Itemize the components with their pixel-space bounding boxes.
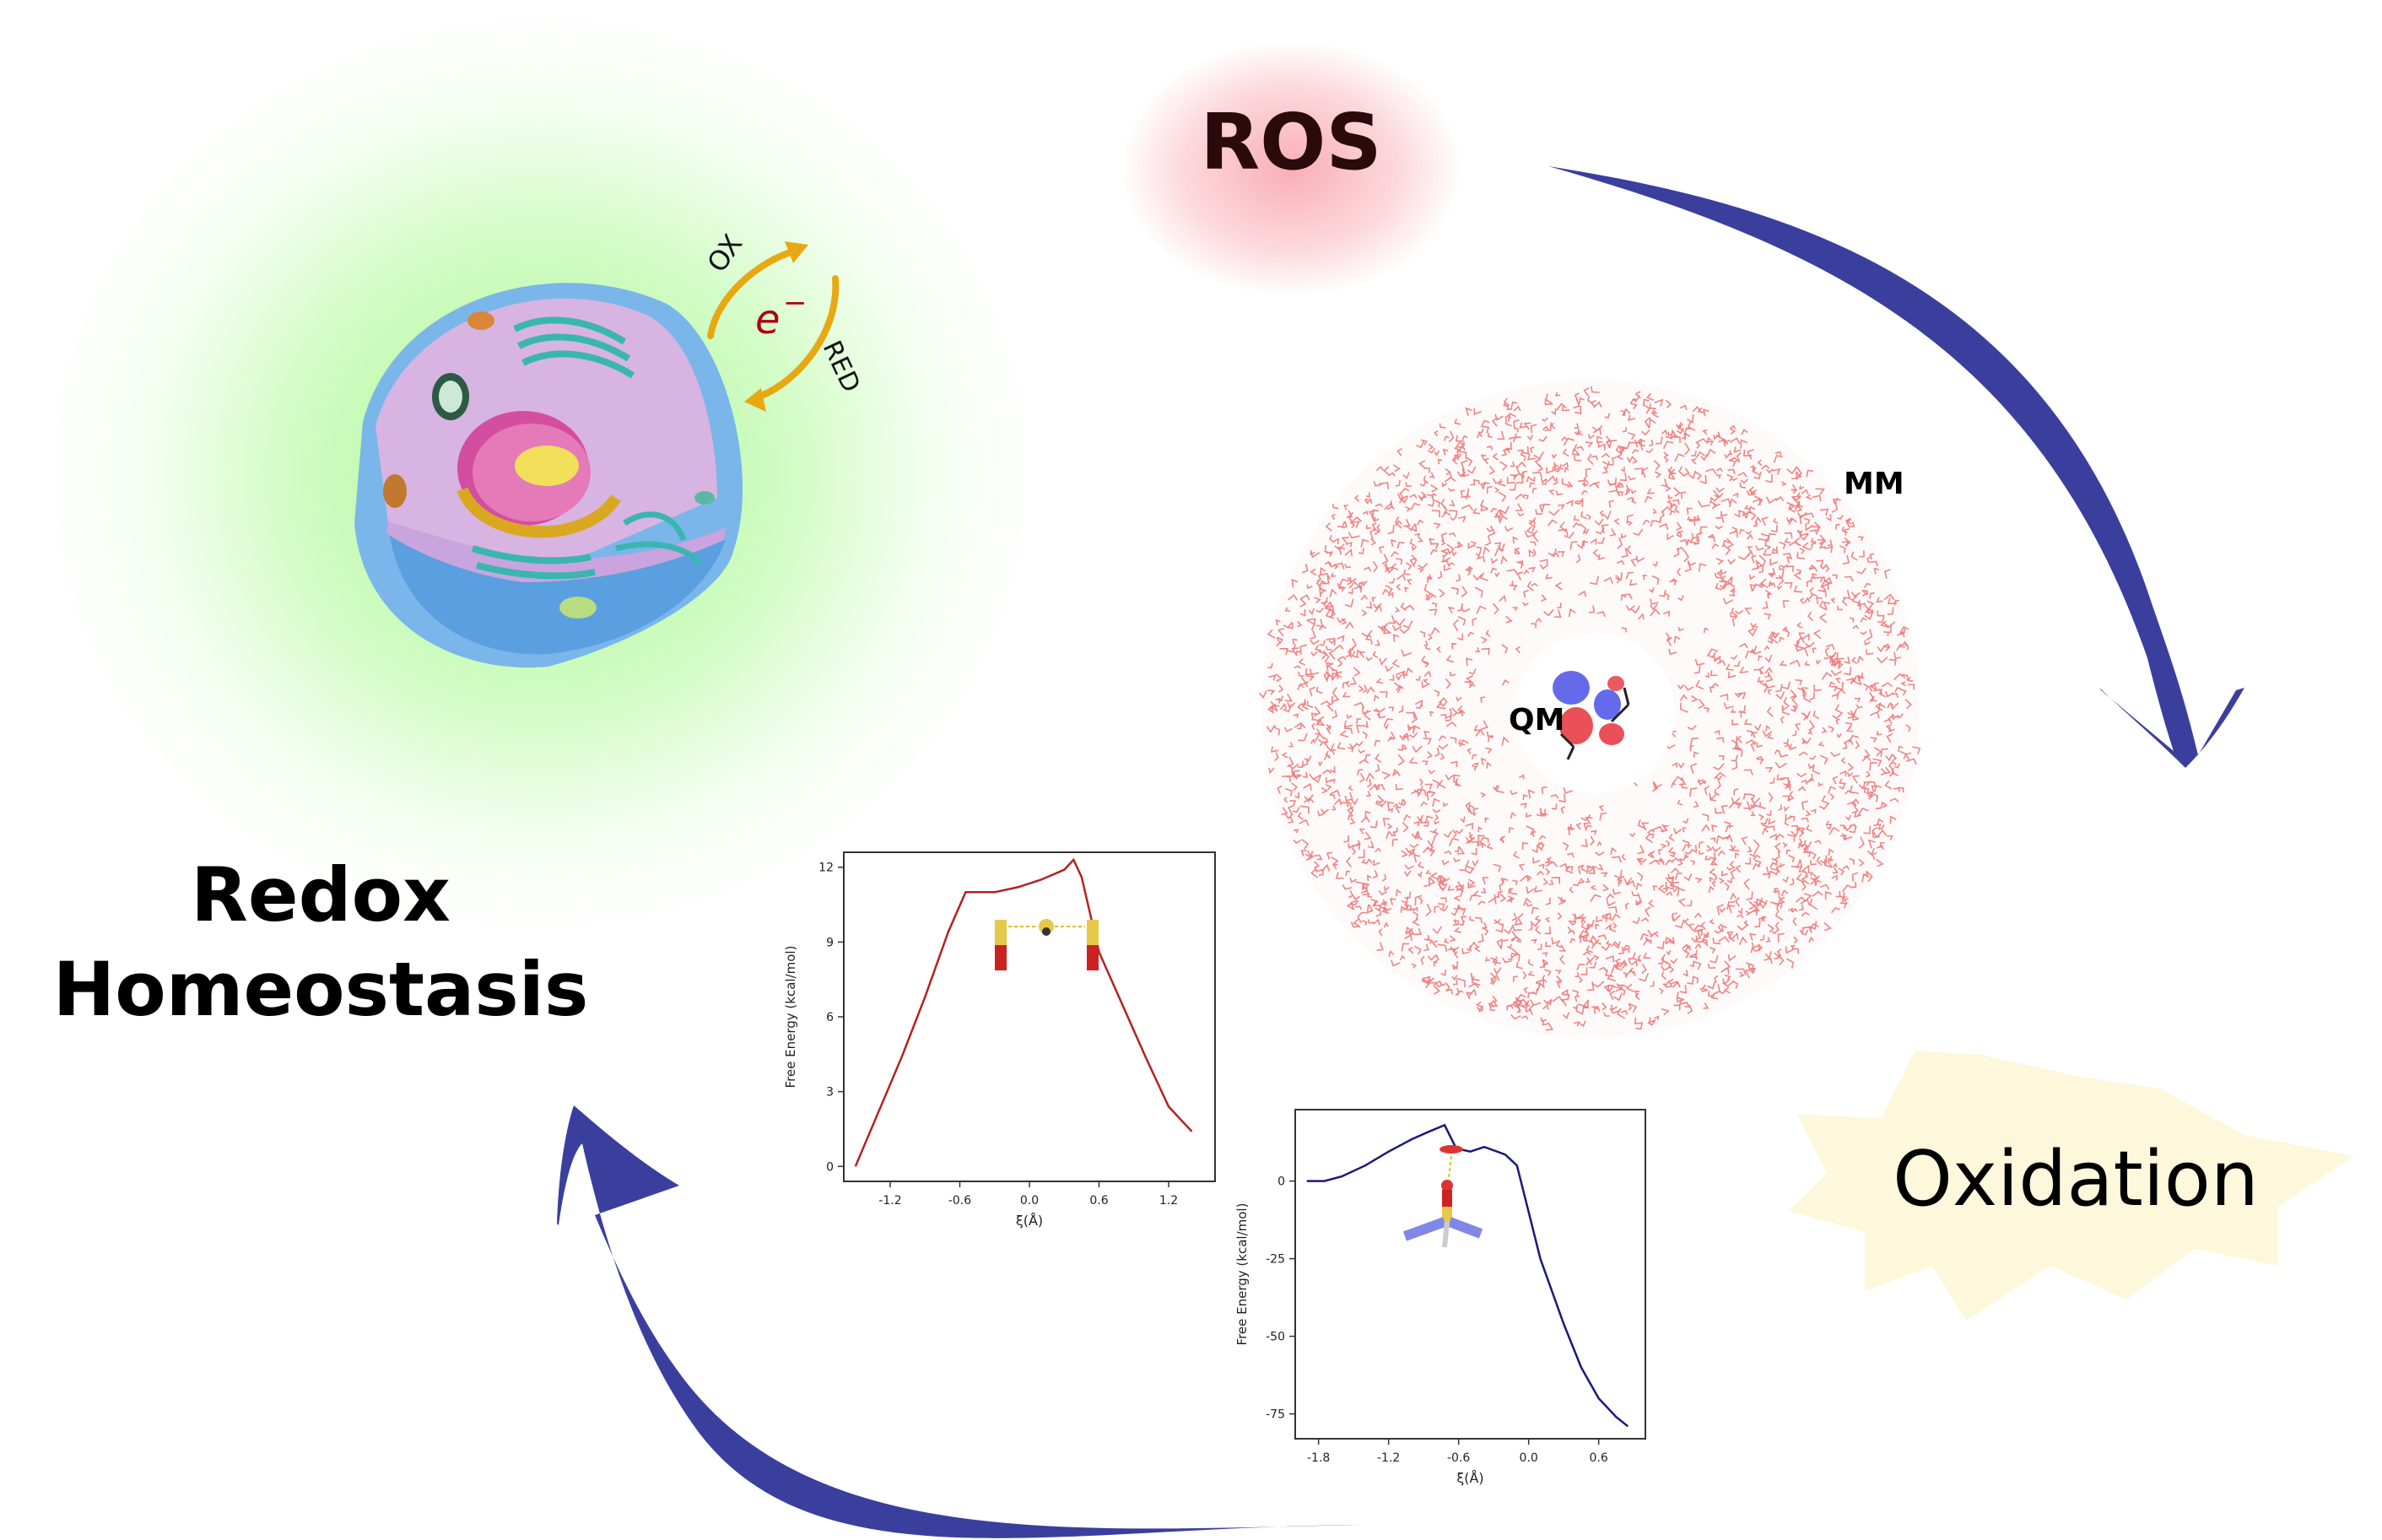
redox-line-1: Redox <box>191 851 451 938</box>
chart2-x-tick-label: 0.6 <box>1590 1451 1608 1465</box>
free-energy-chart-2: -1.8 -1.2 -0.6 0.0 0.6 0 -25 -50 -75 ξ(Å) Free Ene… <box>1234 1109 1646 1486</box>
chart2-y-tick-label: -75 <box>1266 1408 1285 1422</box>
qm-molecule <box>1553 671 1630 760</box>
chart2-x-tick-label: -1.8 <box>1307 1451 1330 1465</box>
chart1-plot-area <box>843 851 1216 1182</box>
chart2-x-axis-label: ξ(Å) <box>1456 1470 1483 1486</box>
chart1-y-tick-label: 0 <box>826 1160 834 1174</box>
ros-label: ROS <box>1200 97 1382 187</box>
ros-glow <box>1122 42 1460 295</box>
chart1-y-tick-label: 6 <box>826 1011 834 1024</box>
chart1-y-tick-label: 3 <box>826 1086 834 1100</box>
oxidation-label: Oxidation <box>1893 1135 2259 1224</box>
chart2-y-tick-label: -50 <box>1266 1331 1285 1344</box>
ox-label: OX <box>700 229 748 278</box>
chart2-y-tick-label: -25 <box>1266 1253 1285 1267</box>
chart2-x-tick-label: 0.0 <box>1520 1451 1538 1465</box>
chart2-plot-area <box>1294 1109 1646 1440</box>
redox-homeostasis-label: Redox Homeostasis <box>25 848 616 1037</box>
arrow-ros-to-oxidation <box>1548 166 2244 768</box>
free-energy-chart-1: -1.2 -0.6 0.0 0.6 1.2 0 3 6 9 12 ξ(Å) Free Energy (… <box>783 851 1216 1229</box>
solvent-squiggles <box>1258 386 1921 1031</box>
qm-label: QM <box>1509 703 1565 738</box>
chart1-y-tick-label: 9 <box>826 936 834 949</box>
redox-line-2: Homeostasis <box>52 946 589 1033</box>
redox-cycle-arrows <box>707 241 840 412</box>
chart1-x-axis-label: ξ(Å) <box>1016 1213 1043 1229</box>
qm-region <box>1515 633 1675 793</box>
chart1-y-tick-label: 12 <box>818 862 834 875</box>
solvent-molecules <box>1258 386 1921 1031</box>
chart2-series-line-0 <box>1306 1123 1629 1428</box>
chart1-y-axis-label: Free Energy (kcal/mol) <box>783 946 798 1089</box>
chart2-x-tick-label: -0.6 <box>1447 1451 1470 1465</box>
electron-symbol: e <box>755 296 780 343</box>
chart1-molecule-inset <box>995 919 1099 970</box>
chart2-molecule-inset <box>1402 1145 1483 1248</box>
chart1-series-line-0 <box>854 857 1193 1167</box>
mm-label: MM <box>1844 467 1904 501</box>
chart1-x-tick-label: 0.6 <box>1089 1194 1108 1208</box>
chart1-x-tick-label: 0.0 <box>1020 1194 1039 1208</box>
chart2-y-tick-label: 0 <box>1277 1175 1285 1189</box>
chart1-x-tick-label: -0.6 <box>948 1194 971 1208</box>
chart2-y-axis-label: Free Energy (kcal/mol) <box>1234 1203 1250 1346</box>
chart2-x-tick-label: -1.2 <box>1377 1451 1400 1465</box>
chart1-x-tick-label: 1.2 <box>1159 1194 1178 1208</box>
red-label: RED <box>817 337 866 397</box>
chart1-x-tick-label: -1.2 <box>878 1194 901 1208</box>
electron-charge: − <box>783 286 808 320</box>
oxidation-starburst <box>1789 1051 2354 1321</box>
cell-illustration <box>354 283 743 668</box>
